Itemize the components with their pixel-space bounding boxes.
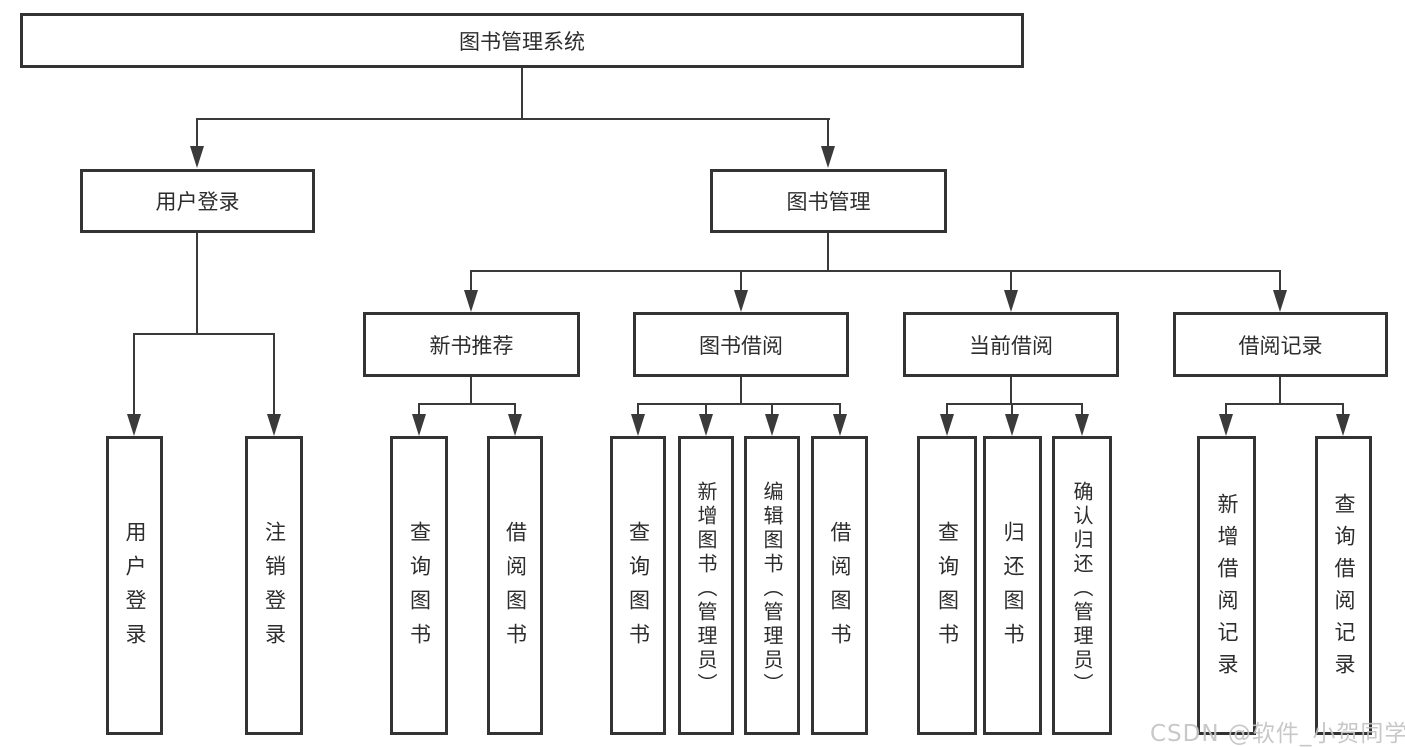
leaf-query-borrow-record: 查询借阅记录 bbox=[1315, 436, 1372, 735]
arrowhead-down-icon bbox=[940, 414, 954, 436]
connector-line bbox=[946, 403, 1083, 405]
arrowhead-down-icon bbox=[464, 290, 478, 312]
leaf-user-login: 用户登录 bbox=[106, 436, 163, 735]
connector-line bbox=[1010, 377, 1012, 404]
arrowhead-down-icon bbox=[765, 414, 779, 436]
node-root: 图书管理系统 bbox=[20, 13, 1024, 68]
arrowhead-down-icon bbox=[1336, 414, 1350, 436]
leaf-add-borrow-record: 新增借阅记录 bbox=[1197, 436, 1256, 735]
connector-line bbox=[514, 405, 516, 415]
connector-line bbox=[771, 405, 773, 415]
connector-line bbox=[1225, 405, 1227, 415]
leaf-borrow-books-recommend: 借阅图书 bbox=[487, 436, 543, 735]
connector-line bbox=[637, 403, 841, 405]
connector-line bbox=[273, 335, 275, 415]
node-current-borrow: 当前借阅 bbox=[903, 312, 1119, 377]
connector-line bbox=[740, 272, 742, 290]
connector-line bbox=[827, 233, 829, 271]
node-user-login: 用户登录 bbox=[80, 169, 315, 233]
arrowhead-down-icon bbox=[821, 146, 835, 168]
connector-line bbox=[196, 118, 830, 120]
leaf-query-books-recommend: 查询图书 bbox=[390, 436, 448, 735]
arrowhead-down-icon bbox=[631, 414, 645, 436]
connector-line bbox=[1010, 272, 1012, 290]
arrowhead-down-icon bbox=[1005, 414, 1019, 436]
csdn-watermark: CSDN @软件_小贺同学 bbox=[1150, 721, 1405, 747]
arrowhead-down-icon bbox=[412, 414, 426, 436]
connector-line bbox=[133, 335, 135, 415]
connector-line bbox=[418, 403, 516, 405]
leaf-edit-books-admin: 编辑图书（管理员） bbox=[744, 436, 800, 735]
node-book-management: 图书管理 bbox=[710, 169, 947, 233]
connector-line bbox=[521, 68, 523, 120]
connector-line bbox=[827, 120, 829, 148]
connector-line bbox=[418, 405, 420, 415]
connector-line bbox=[1279, 272, 1281, 290]
connector-line bbox=[637, 405, 639, 415]
connector-line bbox=[196, 120, 198, 148]
connector-line bbox=[196, 233, 198, 334]
node-book-borrow: 图书借阅 bbox=[633, 312, 849, 377]
connector-line bbox=[705, 405, 707, 415]
leaf-borrow-books: 借阅图书 bbox=[811, 436, 868, 735]
connector-line bbox=[470, 272, 472, 290]
connector-line bbox=[1081, 405, 1083, 415]
connector-line bbox=[470, 377, 472, 404]
leaf-add-books-admin: 新增图书（管理员） bbox=[678, 436, 734, 735]
connector-line bbox=[740, 377, 742, 404]
arrowhead-down-icon bbox=[699, 414, 713, 436]
connector-line bbox=[1342, 405, 1344, 415]
connector-line bbox=[1225, 403, 1344, 405]
arrowhead-down-icon bbox=[833, 414, 847, 436]
leaf-query-books-current: 查询图书 bbox=[917, 436, 977, 735]
arrowhead-down-icon bbox=[1273, 290, 1287, 312]
leaf-return-books: 归还图书 bbox=[983, 436, 1042, 735]
connector-line bbox=[470, 270, 1281, 272]
connector-line bbox=[946, 405, 948, 415]
leaf-confirm-return-admin: 确认归还（管理员） bbox=[1052, 436, 1112, 735]
connector-line bbox=[1011, 405, 1013, 415]
arrowhead-down-icon bbox=[1004, 290, 1018, 312]
arrowhead-down-icon bbox=[508, 414, 522, 436]
connector-line bbox=[1279, 377, 1281, 404]
connector-line bbox=[133, 333, 275, 335]
leaf-logout: 注销登录 bbox=[245, 436, 303, 735]
node-new-book-recommend: 新书推荐 bbox=[363, 312, 580, 377]
arrowhead-down-icon bbox=[267, 414, 281, 436]
connector-line bbox=[839, 405, 841, 415]
arrowhead-down-icon bbox=[734, 290, 748, 312]
arrowhead-down-icon bbox=[1075, 414, 1089, 436]
arrowhead-down-icon bbox=[1219, 414, 1233, 436]
node-borrow-records: 借阅记录 bbox=[1173, 312, 1388, 377]
arrowhead-down-icon bbox=[190, 146, 204, 168]
leaf-query-books-borrow: 查询图书 bbox=[610, 436, 666, 735]
arrowhead-down-icon bbox=[127, 414, 141, 436]
